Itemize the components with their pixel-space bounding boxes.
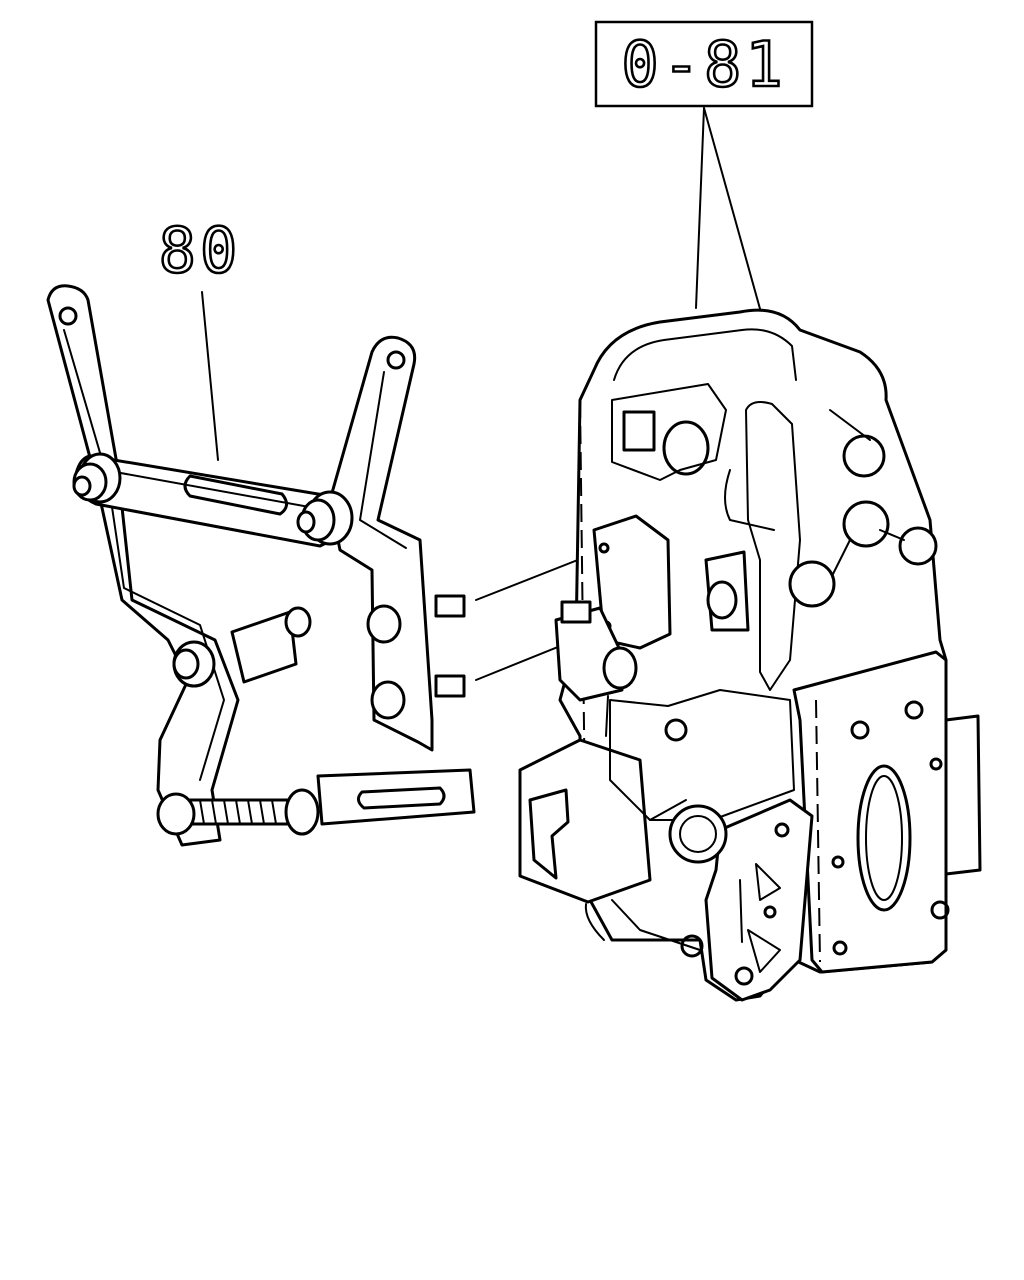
callout-linkage-label: 80 (159, 214, 242, 287)
leader-line-linkage (201, 291, 219, 461)
slotted-adjuster (316, 768, 476, 826)
boss-mid (842, 500, 890, 548)
callout-linkage[interactable]: 80 (157, 213, 242, 289)
flange-side-plate (944, 714, 982, 876)
gear-bore (668, 804, 728, 864)
left-lever-arm (46, 284, 240, 847)
pivot-nut-left (72, 452, 122, 504)
governor-screw (560, 600, 592, 624)
lever-hole (58, 306, 78, 326)
right-bracket-arm (328, 335, 434, 752)
mounting-stud-lower (370, 674, 466, 720)
leader-line-assembly-2 (703, 107, 763, 317)
boss-right (898, 526, 938, 566)
upper-port-frame (611, 383, 727, 481)
callout-assembly[interactable]: 0-81 (594, 20, 814, 108)
lower-pivot-stud (172, 606, 312, 688)
front-flange (792, 650, 948, 974)
callout-assembly-label: 0-81 (621, 28, 786, 101)
upper-port-window (622, 410, 656, 452)
callout-box (594, 20, 814, 108)
boss-lower (788, 560, 836, 608)
mounting-stud-upper (366, 594, 466, 644)
upper-port-bore (662, 420, 710, 476)
pivot-nut-right (296, 490, 354, 546)
leader-line-assembly-1 (695, 107, 705, 309)
lower-block-window (528, 788, 570, 880)
link-slot (183, 474, 288, 516)
boss-upper (842, 434, 886, 478)
bracket-hole (386, 350, 406, 370)
adjusting-bolt (156, 788, 320, 836)
lower-left-block (518, 738, 652, 904)
linkage-assembly (46, 284, 601, 847)
pump-housing (518, 308, 982, 1002)
flange-bore (856, 764, 912, 912)
